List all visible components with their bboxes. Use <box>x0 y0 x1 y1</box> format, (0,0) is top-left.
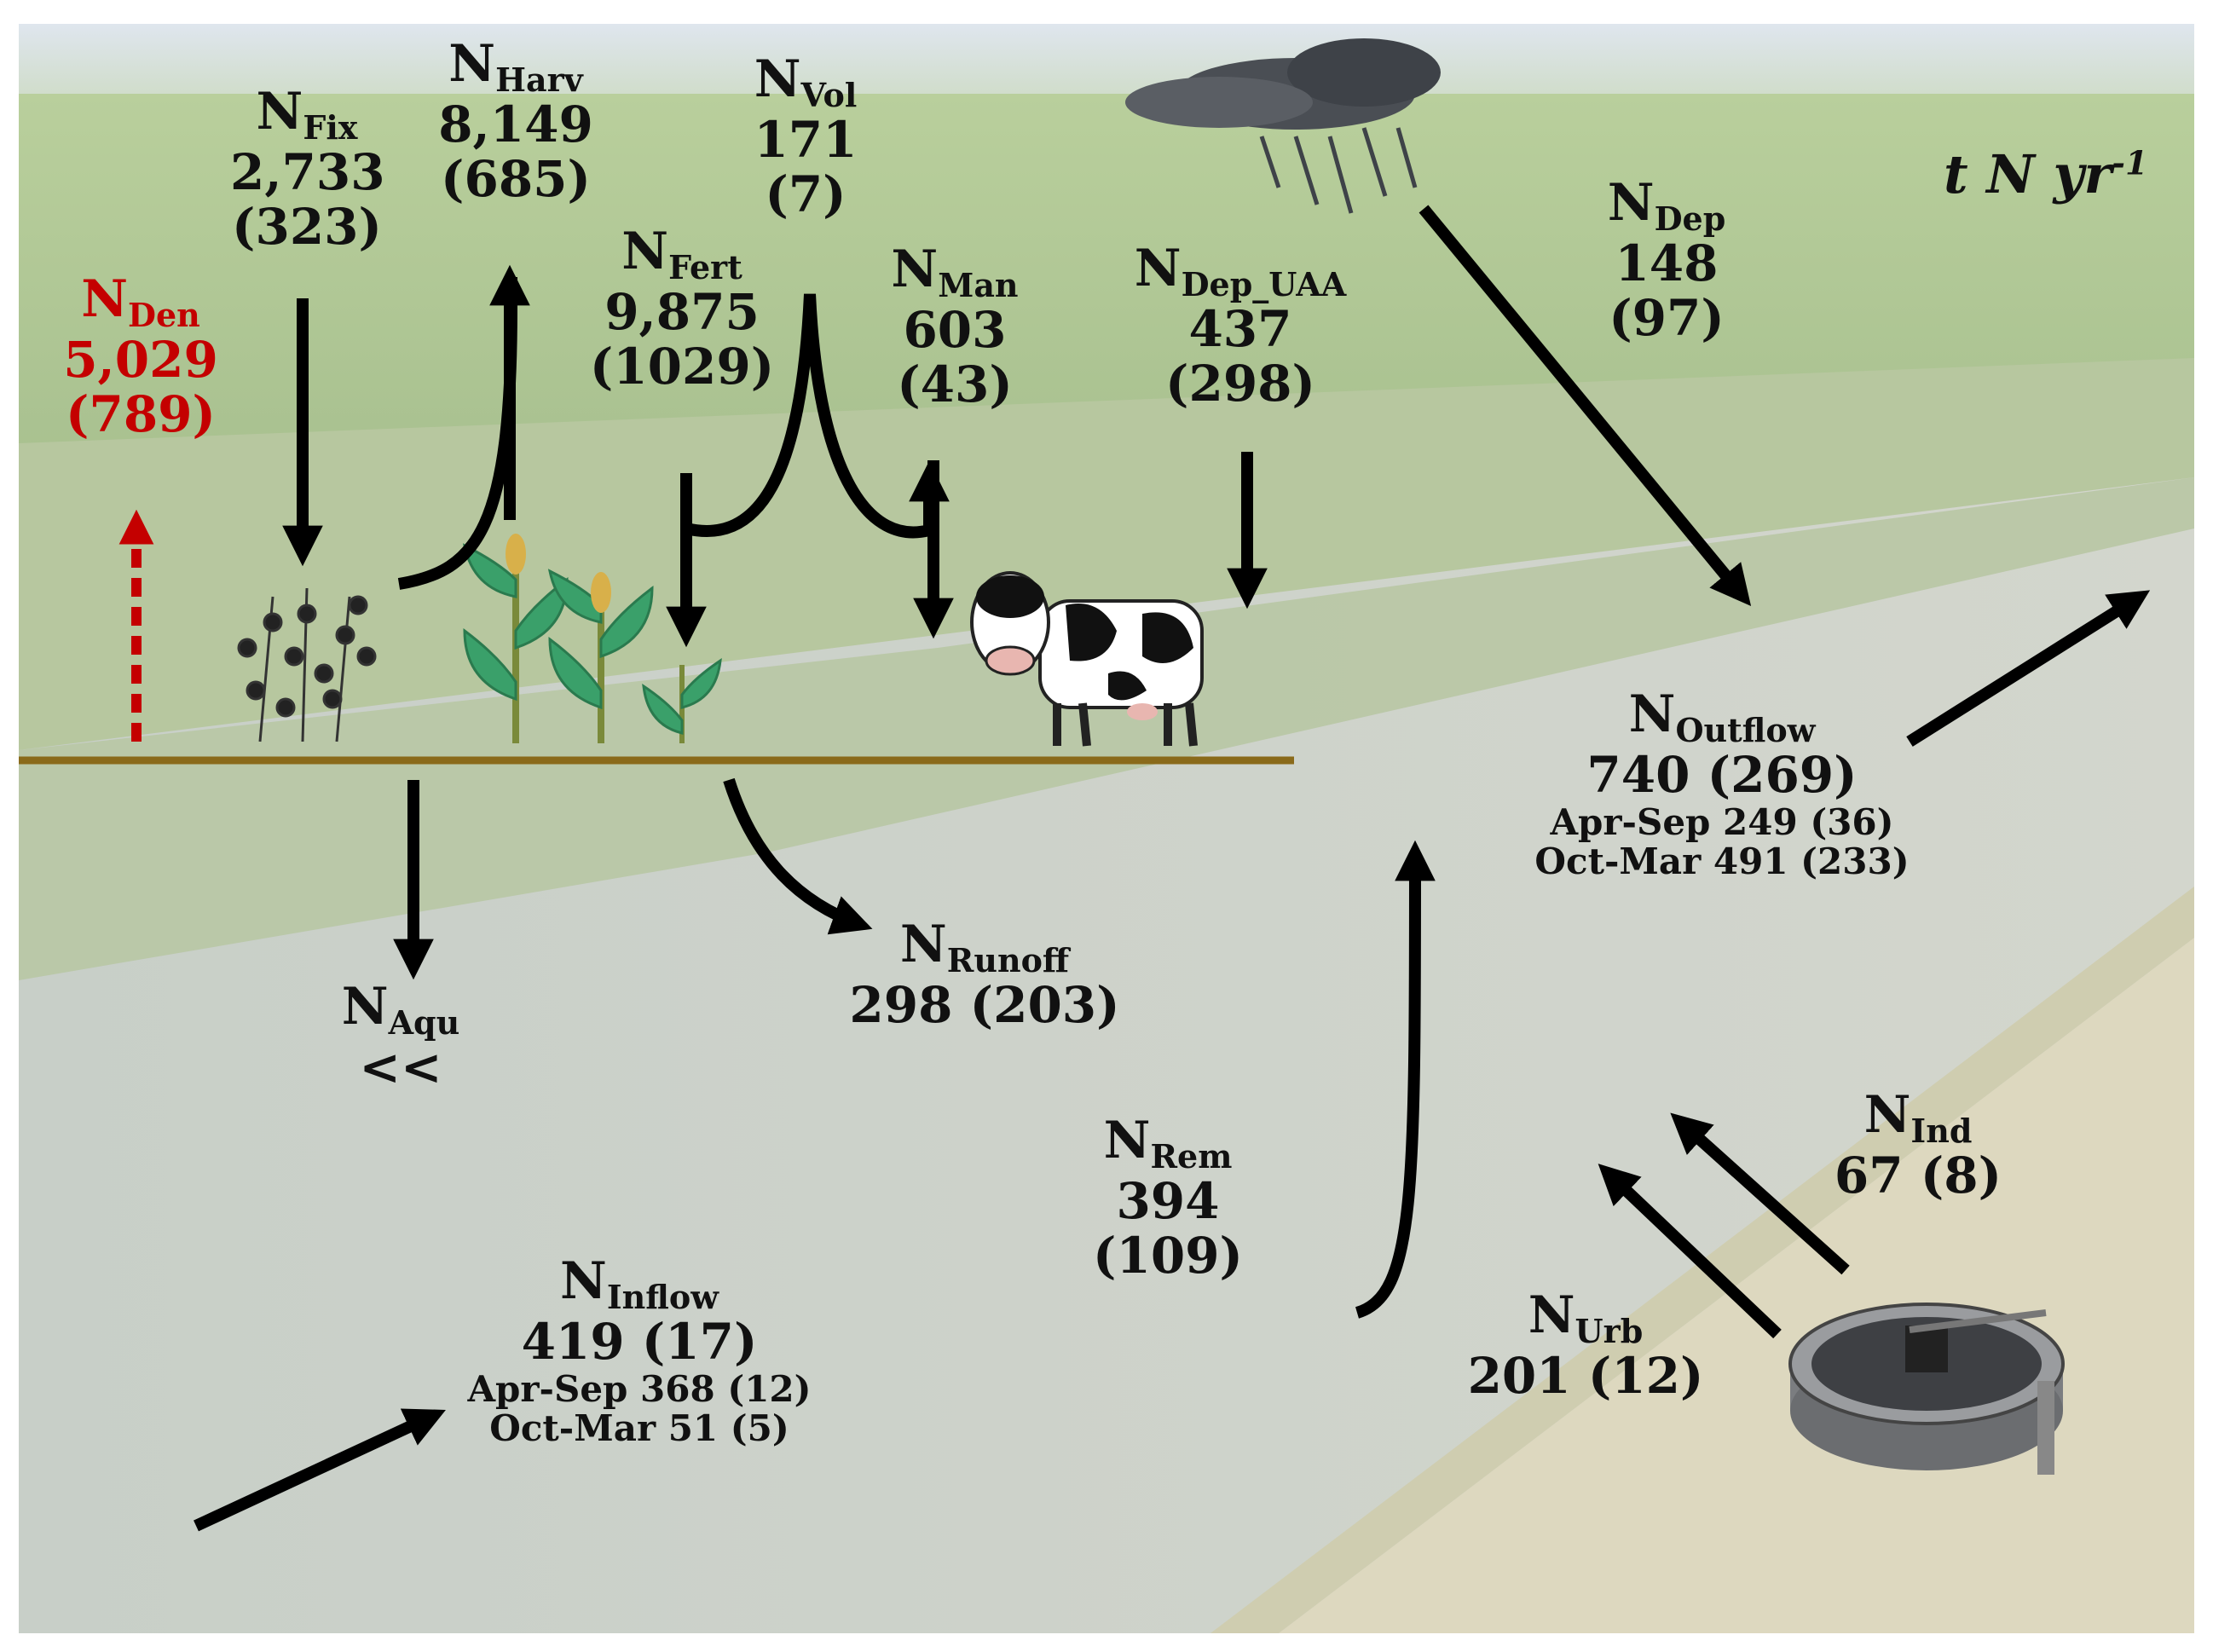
arrow-rem <box>1355 840 1436 1319</box>
arrow-runoff <box>723 777 873 935</box>
label-inflow: NInflow 419 (17) Apr-Sep 368 (12) Oct-Ma… <box>467 1251 812 1449</box>
arrow-vol <box>680 293 950 539</box>
arrow-harv <box>397 277 511 590</box>
label-fert: NFert 9,875 (1029) <box>589 222 775 396</box>
arrow-dep <box>1419 205 1752 607</box>
arrow-inflow <box>194 1408 446 1532</box>
label-ind: NInd 67 (8) <box>1834 1085 2002 1204</box>
arrow-outflow <box>1906 590 2151 747</box>
corn-plants-icon <box>462 534 722 743</box>
arrow-ind <box>1670 1112 1850 1275</box>
cow-icon <box>970 571 1204 747</box>
label-vol: NVol 171 (7) <box>754 49 858 223</box>
soybean-plants-icon <box>237 587 377 742</box>
units-label: t N yr-1 <box>1944 143 2148 205</box>
label-dep-uaa: NDep_UAA 437 (298) <box>1134 239 1347 413</box>
label-rem: NRem 394 (109) <box>1093 1111 1243 1285</box>
label-urb: NUrb 201 (12) <box>1467 1285 1704 1405</box>
arrow-urb <box>1598 1164 1782 1339</box>
label-den: NDen 5,029 (789) <box>63 269 218 443</box>
treatment-plant-icon <box>1788 1303 2065 1475</box>
label-fix: NFix 2,733 (323) <box>230 82 385 256</box>
label-harv: NHarv 8,149 (685) <box>438 34 593 208</box>
label-runoff: NRunoff 298 (203) <box>849 915 1120 1034</box>
label-aqu: NAqu << <box>341 977 460 1096</box>
label-man: NMan 603 (43) <box>891 240 1019 413</box>
rain-cloud-icon <box>1125 38 1441 214</box>
label-outflow: NOutflow 740 (269) Apr-Sep 249 (36) Oct-… <box>1534 684 1910 882</box>
label-dep: NDep 148 (97) <box>1607 173 1726 347</box>
